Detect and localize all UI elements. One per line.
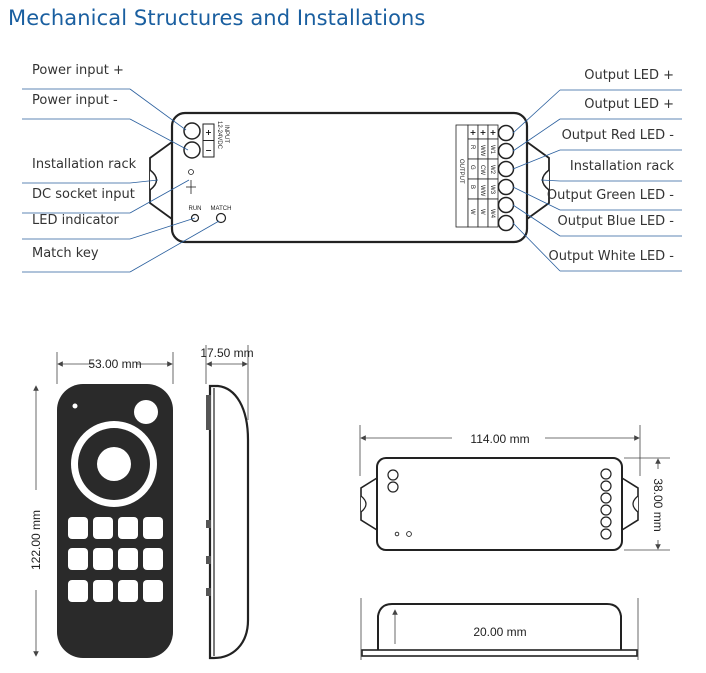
controller-width-dimension: 38.00 mm <box>651 478 665 531</box>
output-label: OUTPUT <box>458 159 464 184</box>
controller-height-dimension: 20.00 mm <box>473 625 526 639</box>
controller-small-body <box>376 457 623 551</box>
remote-power-button <box>134 400 158 424</box>
run-label: RUN <box>189 206 202 212</box>
controller-length-dimension: 114.00 mm <box>470 432 529 446</box>
small-output-terminal <box>600 504 612 516</box>
callout-left-label: Installation rack <box>32 157 137 172</box>
callout-right-label: Output LED + <box>584 97 674 112</box>
callout-right-label: Output LED + <box>584 68 674 83</box>
callout-right-label: Installation rack <box>570 159 675 174</box>
page-title: Mechanical Structures and Installations <box>8 6 426 30</box>
output-cell: + <box>480 128 487 137</box>
remote-side-body <box>208 384 250 660</box>
output-cell: G <box>469 165 475 170</box>
input-minus-symbol: − <box>205 146 212 155</box>
remote-key <box>118 517 138 539</box>
output-terminal <box>497 178 515 196</box>
output-cell: W1 <box>489 145 495 155</box>
small-output-terminal <box>600 516 612 528</box>
callout-left-label: Match key <box>32 246 99 261</box>
callout-right-label: Output White LED - <box>548 249 674 264</box>
remote-key <box>143 548 163 570</box>
output-cell: B <box>469 185 475 189</box>
remote-key <box>118 548 138 570</box>
output-cell: W <box>479 209 485 215</box>
remote-key <box>68 580 88 602</box>
match-key <box>215 212 227 224</box>
input-plus-symbol: + <box>205 128 212 137</box>
controller-body <box>170 111 529 244</box>
input-voltage-label: 12-24VDC <box>216 121 222 150</box>
output-cell: W4 <box>489 209 495 219</box>
controller-side-view <box>361 603 638 657</box>
output-terminal <box>497 124 515 142</box>
small-output-terminal <box>600 528 612 540</box>
callouts: Power input + Power input - Installation r… <box>22 63 682 273</box>
remote-width-dimension: 53.00 mm <box>88 357 141 371</box>
output-cell: + <box>470 128 477 137</box>
callout-left-label: LED indicator <box>32 213 119 228</box>
output-terminal <box>497 160 515 178</box>
remote-key <box>143 517 163 539</box>
output-cell: + <box>490 128 497 137</box>
controller-side-body <box>377 603 622 655</box>
controller-side-base <box>361 649 638 657</box>
remote-key <box>118 580 138 602</box>
remote-key <box>93 517 113 539</box>
remote-depth-dimension: 17.50 mm <box>200 346 253 360</box>
callout-right-label: Output Green LED - <box>547 188 674 203</box>
small-output-terminal <box>600 480 612 492</box>
small-output-terminal <box>600 468 612 480</box>
dc-socket-icon <box>188 169 194 175</box>
output-cell: R <box>469 145 475 150</box>
remote-height-dimension: 122.00 mm <box>29 510 43 570</box>
controller-top-view: + − INPUT 12-24VDC RUN MATCH OUTPUT + R G B… <box>149 111 550 244</box>
output-terminal <box>497 142 515 160</box>
output-terminal <box>497 214 515 232</box>
output-cell: WW <box>479 185 485 197</box>
callout-right-label: Output Red LED - <box>562 128 675 143</box>
power-input-minus-terminal <box>183 141 201 159</box>
input-label: INPUT <box>223 125 229 143</box>
power-input-plus-terminal <box>183 122 201 140</box>
controller-small-top-view <box>360 457 639 551</box>
remote-key <box>68 548 88 570</box>
callout-left-label: Power input - <box>32 93 118 108</box>
callout-right-label: Output Blue LED - <box>558 214 675 229</box>
output-cell: CW <box>479 165 485 175</box>
remote-front-view <box>57 384 173 658</box>
output-cell: WW <box>479 145 485 157</box>
small-output-terminal <box>600 492 612 504</box>
remote-key <box>93 548 113 570</box>
remote-key <box>93 580 113 602</box>
output-cell: W <box>469 209 475 215</box>
callout-left-label: Power input + <box>32 63 124 78</box>
output-cell: W2 <box>489 165 495 175</box>
remote-side-clip <box>206 395 211 430</box>
remote-side-view <box>206 384 250 660</box>
callout-left-label: DC socket input <box>32 187 135 202</box>
remote-key <box>143 580 163 602</box>
remote-center-button <box>97 447 131 481</box>
match-label: MATCH <box>211 206 232 212</box>
remote-led-dot <box>72 403 78 409</box>
remote-key <box>68 517 88 539</box>
output-terminal <box>497 196 515 214</box>
output-cell: W3 <box>489 185 495 195</box>
